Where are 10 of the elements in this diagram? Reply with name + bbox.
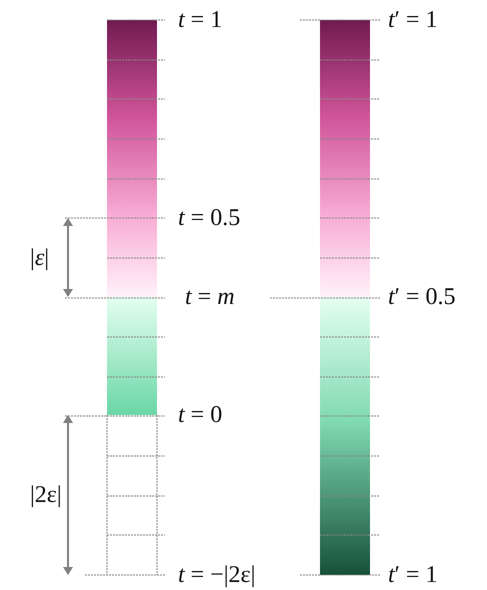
tick-label: t = −|2ε| <box>178 561 256 589</box>
dimension-label: |ε| <box>30 244 50 272</box>
tick-label: t′ = 1 <box>388 561 438 589</box>
tick-label: t′ = 0.5 <box>388 283 456 311</box>
tick-label: t = 0.5 <box>178 204 240 232</box>
tick-label: t = 0 <box>178 401 222 429</box>
dimension-label: |2ε| <box>30 481 62 509</box>
tick-label: t = m <box>185 283 235 311</box>
tick-label: t′ = 1 <box>388 6 438 34</box>
tick-label: t = 1 <box>178 6 222 34</box>
